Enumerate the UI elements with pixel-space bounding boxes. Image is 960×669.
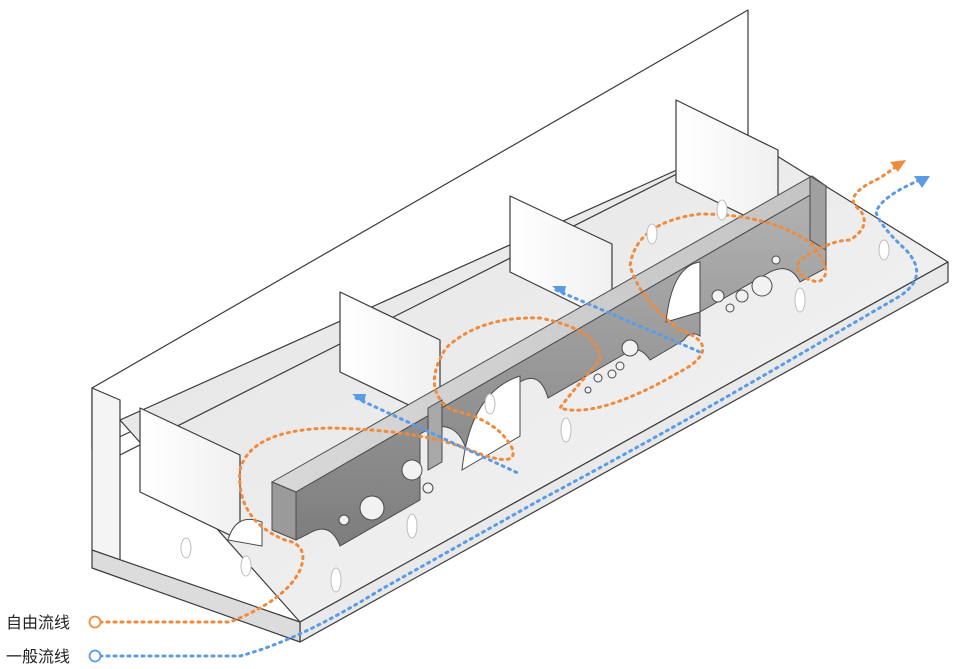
arrow-head-icon [914, 176, 930, 188]
hole [751, 275, 773, 297]
people-silhouettes [180, 199, 890, 593]
hole [771, 255, 781, 265]
legend-circle-icon [88, 615, 102, 629]
hole [359, 495, 385, 521]
hole [621, 339, 639, 357]
legend-item-free-path: 自由流线 [6, 613, 102, 632]
hole [401, 459, 423, 481]
hole [422, 482, 434, 494]
free-circulation-path [98, 162, 902, 624]
hole [725, 303, 735, 313]
general-circulation-path [98, 178, 922, 658]
structure-fin-right [809, 175, 827, 251]
arched-furniture-structure [227, 175, 827, 547]
arrow-head-icon [890, 160, 906, 172]
arch-opening-1 [227, 518, 263, 547]
arch-opening-3 [665, 261, 701, 323]
hole [615, 361, 625, 371]
hole [735, 289, 749, 303]
hole [338, 514, 350, 526]
left-end-wall [91, 387, 121, 566]
hole [584, 386, 592, 394]
legend-label-free: 自由流线 [6, 613, 70, 632]
back-wall-base [119, 137, 749, 456]
structure-end-cap [271, 481, 297, 541]
hole [711, 289, 725, 303]
hole [607, 369, 617, 379]
legend: 自由流线 一般流线 [6, 613, 102, 666]
legend-label-general: 一般流线 [6, 647, 70, 666]
slab-left-edge [91, 549, 301, 643]
arrow-head-icon [552, 286, 566, 296]
legend-item-general-path: 一般流线 [6, 647, 102, 666]
room-structure [91, 9, 949, 643]
legend-circle-icon [88, 649, 102, 663]
hole [593, 373, 603, 383]
arrow-head-icon [352, 394, 366, 404]
